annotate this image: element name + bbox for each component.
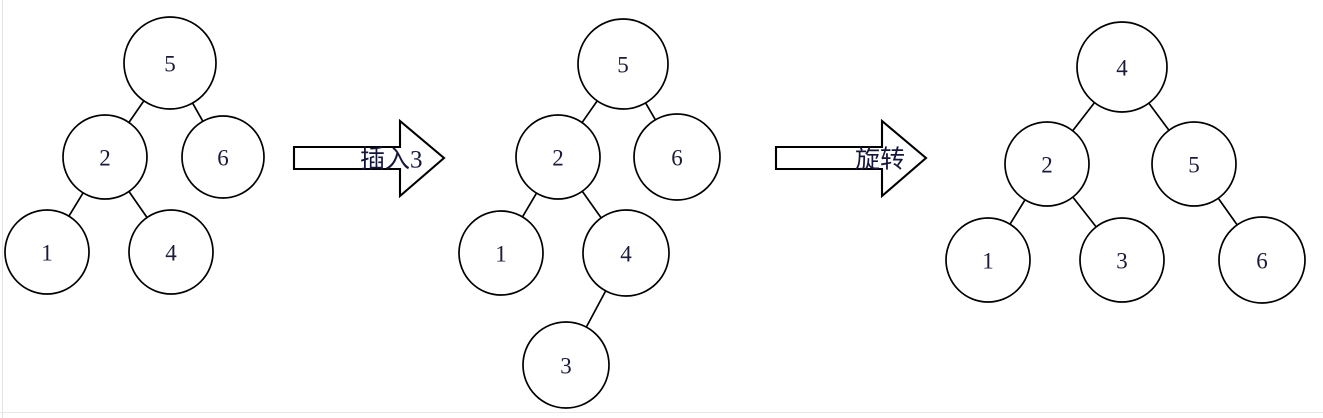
tree-node[interactable]: 2	[62, 114, 148, 200]
page-left-border	[2, 0, 3, 418]
tree-edge	[68, 192, 84, 217]
tree-node[interactable]: 6	[633, 113, 721, 201]
node-label: 6	[1256, 249, 1268, 274]
node-circle	[128, 209, 214, 295]
node-label: 3	[560, 354, 572, 379]
node-label: 4	[1116, 56, 1128, 81]
node-circle	[62, 114, 148, 200]
node-circle	[1079, 217, 1165, 303]
node-circle	[577, 18, 669, 110]
arrow-label: 旋转	[855, 146, 905, 174]
tree-edge	[644, 102, 657, 121]
tree-edge	[1072, 196, 1097, 228]
tree-edge	[1009, 199, 1026, 225]
block-arrow-insert[interactable]	[292, 118, 446, 199]
node-label: 1	[495, 242, 507, 267]
node-circle	[945, 217, 1031, 303]
node-label: 5	[164, 52, 176, 77]
tree-edge	[128, 191, 148, 218]
node-circle	[4, 209, 90, 295]
tree-edge	[521, 192, 538, 218]
tree-edge	[585, 290, 607, 328]
tree-node[interactable]: 2	[515, 114, 601, 200]
tree-node[interactable]: 2	[1004, 121, 1090, 207]
node-label: 3	[1116, 249, 1128, 274]
page-bottom-border	[0, 412, 1323, 413]
node-label: 6	[671, 146, 683, 171]
nodes-layer: 5 2 6 1 4 5 2 6 1 4 3 4 2 5 1 3 6	[4, 16, 1306, 409]
tree-node[interactable]: 4	[128, 209, 214, 295]
tree-edge	[1148, 102, 1170, 131]
node-circle	[633, 113, 721, 201]
tree-edge	[581, 190, 602, 219]
node-label: 1	[982, 249, 994, 274]
node-label: 2	[1041, 153, 1053, 178]
block-arrow-rotate[interactable]	[774, 118, 928, 199]
arrow-label: 插入3	[360, 146, 423, 174]
tree-edge	[1072, 102, 1096, 132]
tree-node[interactable]: 6	[1218, 216, 1306, 304]
node-label: 6	[217, 146, 229, 171]
node-circle	[515, 114, 601, 200]
node-circle	[123, 16, 217, 110]
node-circle	[1004, 121, 1090, 207]
tree-edge	[1217, 197, 1238, 226]
tree-node[interactable]: 5	[577, 18, 669, 110]
node-circle	[1076, 21, 1168, 113]
node-label: 2	[552, 146, 564, 171]
node-circle	[1218, 216, 1306, 304]
tree-node[interactable]: 4	[1076, 21, 1168, 113]
node-circle	[181, 115, 265, 199]
tree-node[interactable]: 1	[945, 217, 1031, 303]
edges-layer	[68, 100, 1238, 328]
node-circle	[458, 210, 544, 296]
tree-node[interactable]: 3	[1079, 217, 1165, 303]
tree-node[interactable]: 6	[181, 115, 265, 199]
tree-node[interactable]: 5	[1151, 121, 1237, 207]
node-label: 2	[99, 146, 111, 171]
tree-edge	[581, 100, 598, 124]
tree-node[interactable]: 4	[582, 209, 670, 297]
tree-node[interactable]: 1	[4, 209, 90, 295]
tree-node[interactable]: 1	[458, 210, 544, 296]
node-circle	[582, 209, 670, 297]
arrows-layer	[292, 118, 928, 199]
node-label: 4	[620, 242, 632, 267]
arrow-labels-layer: 插入3 旋转	[360, 146, 905, 174]
tree-edge	[191, 102, 204, 122]
node-label: 5	[617, 53, 629, 78]
node-label: 5	[1188, 153, 1200, 178]
node-label: 1	[41, 241, 53, 266]
tree-node[interactable]: 3	[522, 321, 610, 409]
tree-edge	[128, 100, 145, 123]
tree-node[interactable]: 5	[123, 16, 217, 110]
node-circle	[1151, 121, 1237, 207]
node-circle	[522, 321, 610, 409]
node-label: 4	[165, 241, 177, 266]
